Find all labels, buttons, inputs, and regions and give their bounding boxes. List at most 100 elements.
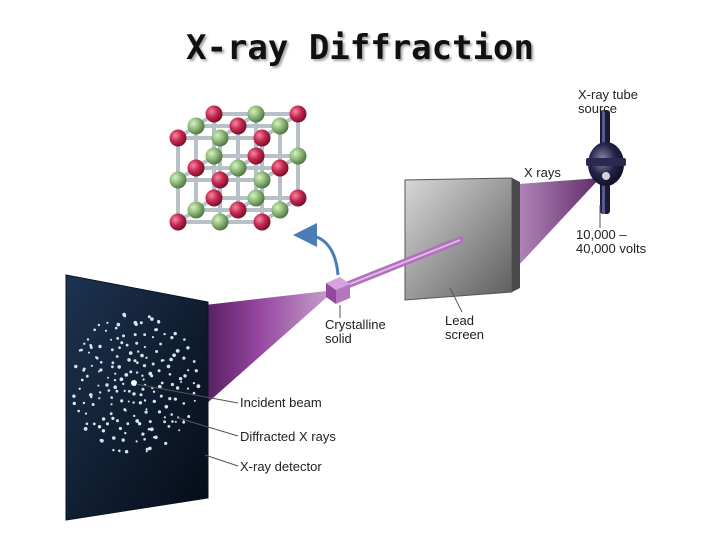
diffraction-spot: [107, 376, 109, 379]
diffraction-spot: [141, 374, 144, 377]
diffraction-spot: [192, 391, 196, 395]
diffraction-spot: [117, 365, 121, 369]
diffraction-spot: [182, 402, 186, 405]
diffraction-spot: [194, 369, 198, 373]
diffraction-spot: [145, 408, 148, 411]
diffraction-spot: [109, 412, 113, 416]
diffraction-spot: [122, 334, 125, 338]
lattice-atom-red: [169, 129, 187, 147]
diffraction-spot: [74, 364, 78, 369]
diffraction-spot: [167, 425, 171, 428]
diffraction-spot: [162, 359, 165, 362]
diffraction-spot: [182, 420, 186, 424]
diffraction-spot: [150, 317, 154, 321]
diffraction-spot: [116, 337, 120, 340]
diffraction-spot: [111, 416, 115, 420]
lattice-atom-red: [187, 159, 205, 177]
diffraction-spot: [116, 419, 119, 423]
diffraction-spot: [192, 382, 195, 385]
diffraction-spot: [124, 450, 129, 454]
diffraction-spot: [87, 351, 90, 354]
lattice-atom-red: [169, 213, 187, 231]
diffraction-spot: [140, 353, 144, 358]
lattice-atom-red: [211, 171, 229, 189]
diffraction-spot: [196, 384, 201, 389]
diffraction-spot: [147, 315, 151, 319]
xray-detector: [65, 274, 209, 521]
diffraction-spot: [147, 427, 151, 431]
diffraction-spot: [186, 346, 190, 350]
diffraction-spot: [193, 399, 196, 402]
diffraction-spot: [89, 344, 93, 347]
diffraction-spot: [127, 400, 130, 403]
diffraction-spot: [82, 401, 86, 405]
diffraction-spot: [141, 432, 145, 436]
diffraction-spot: [122, 382, 125, 386]
diffraction-spot: [145, 450, 148, 453]
lattice-atom-green: [271, 117, 289, 135]
diffraction-spot: [138, 401, 143, 405]
diffraction-spot: [175, 386, 180, 390]
diffraction-spot: [97, 425, 102, 429]
diffraction-spot: [175, 349, 180, 353]
diffraction-spot: [118, 426, 122, 431]
diffraction-spot: [160, 381, 164, 385]
diffraction-spot: [98, 397, 101, 400]
label-xray-tube-source: X-ray tube source: [578, 87, 638, 116]
diffraction-spot: [133, 359, 137, 363]
diffraction-spot: [123, 408, 127, 412]
diffraction-spot: [159, 394, 163, 398]
diffraction-spot: [127, 389, 131, 393]
diffraction-spot: [92, 422, 96, 426]
lattice-atom-green: [187, 117, 205, 135]
diffraction-spot: [122, 312, 126, 317]
diffraction-spot: [118, 449, 121, 453]
diffraction-spot: [183, 338, 186, 341]
diffraction-spot: [187, 415, 191, 418]
diffraction-spot: [114, 326, 118, 330]
diffraction-spot: [93, 328, 96, 332]
lattice-atom-green: [205, 147, 223, 165]
diffraction-spot: [137, 350, 140, 353]
diffraction-spot: [135, 440, 138, 443]
diffraction-spots: [72, 312, 201, 454]
diffraction-spot: [83, 427, 88, 431]
diffraction-spot: [171, 420, 174, 423]
diffraction-spot: [98, 344, 102, 349]
diffraction-spot: [169, 357, 173, 362]
lattice-atom-red: [253, 213, 271, 231]
diffraction-spot: [116, 322, 121, 327]
diffraction-spot: [110, 396, 113, 399]
diffraction-spot: [121, 438, 125, 442]
diffraction-spot: [163, 332, 166, 336]
xray-tube-source: [586, 110, 626, 214]
diffraction-spot: [97, 323, 101, 327]
lattice-atom-green: [271, 201, 289, 219]
lattice-atom-green: [211, 129, 229, 147]
diffraction-spot: [152, 399, 156, 404]
lattice-atom-green: [211, 213, 229, 231]
diffraction-spot: [182, 356, 186, 360]
diffraction-spot: [106, 321, 109, 324]
diffraction-spot: [133, 414, 136, 418]
diffraction-spot: [178, 377, 183, 381]
diffraction-spot: [101, 429, 106, 433]
label-incident-beam: Incident beam: [240, 395, 322, 410]
diffraction-spot: [91, 403, 95, 406]
diffraction-spot: [143, 399, 147, 402]
diffraction-spot: [115, 389, 119, 393]
diffraction-spot: [129, 370, 133, 374]
diffraction-spot: [139, 321, 143, 325]
diffraction-spot: [187, 369, 190, 372]
diffraction-spot: [168, 397, 172, 401]
diffraction-spot: [178, 429, 181, 432]
diffraction-spot: [136, 361, 139, 365]
diffraction-spot: [77, 409, 80, 413]
diffraction-spot: [111, 361, 115, 365]
diffraction-spot: [113, 385, 117, 390]
diffraction-spot: [132, 401, 135, 404]
diffraction-spot: [164, 441, 168, 445]
diffraction-spot: [120, 399, 124, 403]
label-crystalline-solid: Crystalline solid: [325, 317, 386, 346]
lattice-atom-red: [205, 105, 223, 123]
